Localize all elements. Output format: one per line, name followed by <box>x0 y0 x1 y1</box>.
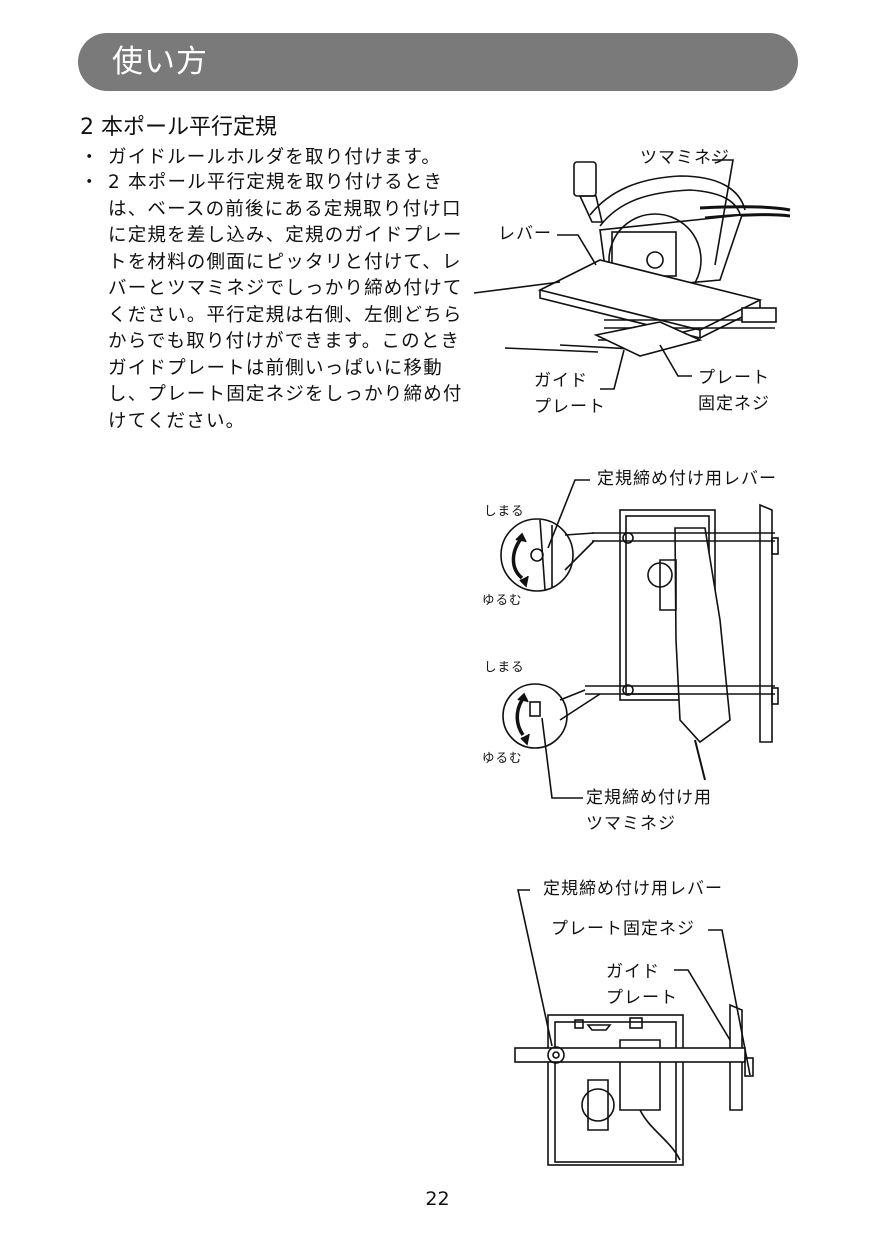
section-heading: 2 本ポール平行定規 <box>80 115 277 140</box>
bullet-text: ガイドルールホルダを取り付けます。 <box>108 147 442 168</box>
label-lever: レバー <box>498 224 552 244</box>
label-plate-fixing-screw: プレート 固定ネジ <box>698 368 770 414</box>
page-title: 使い方 <box>112 44 208 80</box>
label-rule-lever-closeup: 定規締め付け用レバー <box>543 879 723 899</box>
bullet-item: ・ 2 本ポール平行定規を取り付けるときは、ベースの前後にある定規取り付け口に定… <box>80 170 480 432</box>
label-rule-knob-screw: 定規締め付け用 ツマミネジ <box>586 788 712 834</box>
bullet-text: 2 本ポール平行定規を取り付けるときは、ベースの前後にある定規取り付け口に定規を… <box>108 172 463 432</box>
label-loosen-bottom: ゆるむ <box>482 750 523 765</box>
label-loosen-top: ゆるむ <box>482 592 523 607</box>
bullet-item: ・ ガイドルールホルダを取り付けます。 <box>80 145 480 173</box>
label-rule-lever: 定規締め付け用レバー <box>597 469 777 489</box>
label-guide-plate-closeup: ガイド プレート <box>606 962 678 1008</box>
bullet-mark: ・ <box>80 147 100 168</box>
label-knob-screw: ツマミネジ <box>640 148 730 168</box>
page-number: 22 <box>425 1188 450 1210</box>
header-bar: 使い方 <box>78 33 798 91</box>
bullet-mark: ・ <box>80 172 100 193</box>
label-plate-fixing-screw-closeup: プレート固定ネジ <box>551 919 695 939</box>
label-tighten-bottom: しまる <box>484 659 525 674</box>
label-guide-plate: ガイド プレート <box>534 371 606 417</box>
label-tighten-top: しまる <box>484 503 525 518</box>
